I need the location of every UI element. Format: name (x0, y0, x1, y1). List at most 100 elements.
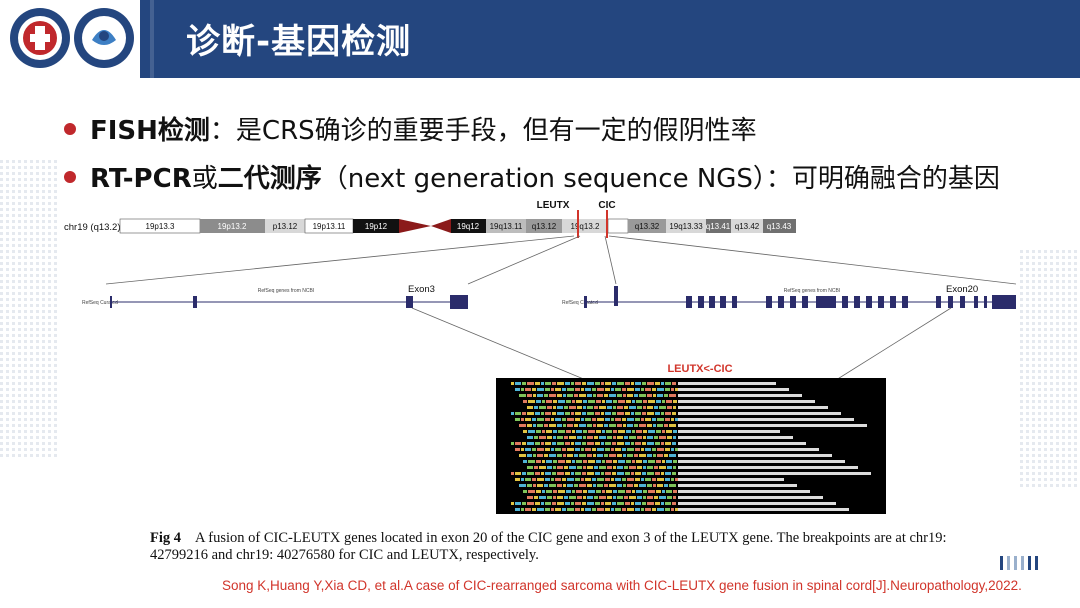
sequence-read-base (528, 460, 535, 463)
sequence-read-base (606, 400, 612, 403)
sequence-read-base (595, 382, 600, 385)
sequence-read-base (575, 508, 580, 511)
sequence-read-base (617, 412, 624, 415)
sequence-read-base (587, 382, 594, 385)
sequence-read-base (553, 406, 556, 409)
sequence-read-base (567, 424, 573, 427)
sequence-read-base (635, 478, 640, 481)
sequence-read-base (612, 442, 616, 445)
sequence-read-base (636, 400, 642, 403)
sequence-read-base (572, 460, 575, 463)
sequence-read-base (673, 406, 676, 409)
sequence-read-base (625, 442, 630, 445)
sequence-read-base (557, 472, 564, 475)
sequence-read-base (545, 418, 550, 421)
sequence-read-base (622, 418, 626, 421)
sequence-read-base (534, 466, 538, 469)
sequence-read-base (515, 442, 521, 445)
sequence-read-base (581, 388, 584, 391)
sequence-read-base (557, 412, 564, 415)
sequence-read-base (631, 442, 634, 445)
sequence-read-base (607, 466, 612, 469)
sequence-read-base (613, 460, 617, 463)
sequence-read-base (527, 436, 533, 439)
band-label: 19p12 (365, 222, 388, 231)
chromosome-label: chr19 (q13.2) (64, 222, 121, 233)
sequence-read-base (552, 442, 556, 445)
sequence-read-base (555, 508, 561, 511)
sequence-read-base (585, 448, 591, 451)
sequence-read-base (583, 460, 587, 463)
sequence-read-base (645, 388, 651, 391)
sequence-read-base (666, 460, 672, 463)
bullet-fish-text: ：是CRS确诊的重要手段，但有一定的假阴性率 (209, 116, 757, 146)
sequence-read-tail (678, 412, 841, 415)
sequence-read-base (551, 508, 554, 511)
sequence-read-base (521, 508, 524, 511)
sequence-read-base (605, 442, 611, 445)
sequence-read-base (557, 466, 563, 469)
sequence-read-base (583, 400, 587, 403)
sequence-read-base (611, 508, 614, 511)
sequence-read-base (657, 424, 663, 427)
sequence-read-base (639, 394, 646, 397)
sequence-read-base (572, 400, 575, 403)
sequence-read-base (607, 406, 612, 409)
band-label: q13.12 (532, 222, 557, 231)
sequence-read-base (665, 418, 670, 421)
sequence-read-base (617, 484, 622, 487)
sequence-read-base (615, 508, 621, 511)
sequence-read-base (545, 478, 550, 481)
sequence-read-base (642, 472, 646, 475)
sequence-read-base (664, 394, 668, 397)
sequence-read-base (564, 466, 568, 469)
sequence-read-base (626, 400, 631, 403)
sequence-read-base (532, 418, 536, 421)
sequence-read-base (587, 394, 592, 397)
sequence-read-base (627, 454, 633, 457)
sequence-read-base (595, 502, 600, 505)
sequence-read-base (596, 460, 601, 463)
sequence-read-base (571, 442, 574, 445)
sequence-read-base (623, 454, 626, 457)
sequence-read-base (645, 478, 651, 481)
sequence-read-base (511, 502, 514, 505)
sequence-read-base (546, 460, 552, 463)
sequence-read-base (546, 400, 552, 403)
band-label: 19q13.11 (490, 222, 523, 231)
sequence-read-base (606, 460, 612, 463)
band-label: 19q12 (457, 222, 480, 231)
sequence-read-base (599, 406, 606, 409)
caption-text: A fusion of CIC-LEUTX genes located in e… (150, 530, 947, 563)
sequence-read-base (536, 460, 541, 463)
sequence-read-base (545, 442, 551, 445)
sequence-read-base (673, 460, 677, 463)
sequence-read-base (539, 436, 546, 439)
sequence-read-base (611, 388, 614, 391)
sequence-read-base (617, 436, 623, 439)
sequence-read-base (527, 454, 532, 457)
sequence-read-base (643, 436, 646, 439)
sequence-read-base (661, 502, 664, 505)
sequence-read-base (607, 436, 612, 439)
sequence-read-tail (678, 478, 784, 481)
sequence-read-base (587, 484, 592, 487)
sequence-read-base (555, 388, 561, 391)
bullet-fish: FISH检测：是CRS确诊的重要手段，但有一定的假阴性率 (64, 110, 757, 147)
sequence-read-base (627, 388, 634, 391)
sequence-read-base (596, 490, 601, 493)
sequence-read-base (542, 430, 545, 433)
sequence-read-base (547, 406, 552, 409)
sequence-read-tail (678, 472, 871, 475)
sequence-read-base (631, 412, 634, 415)
exon3-label: Exon3 (408, 284, 435, 295)
sequence-read-base (656, 430, 661, 433)
sequence-read-base (541, 502, 544, 505)
bullet-rtpcr-text: （next generation sequence NGS）：可明确融合的基因 (321, 164, 1000, 194)
sequence-read-base (553, 430, 557, 433)
bullet-dot-icon (64, 170, 76, 183)
sequence-read-base (624, 436, 628, 439)
sequence-read-base (557, 406, 563, 409)
sequence-read-base (673, 466, 676, 469)
sequence-read-base (545, 382, 551, 385)
